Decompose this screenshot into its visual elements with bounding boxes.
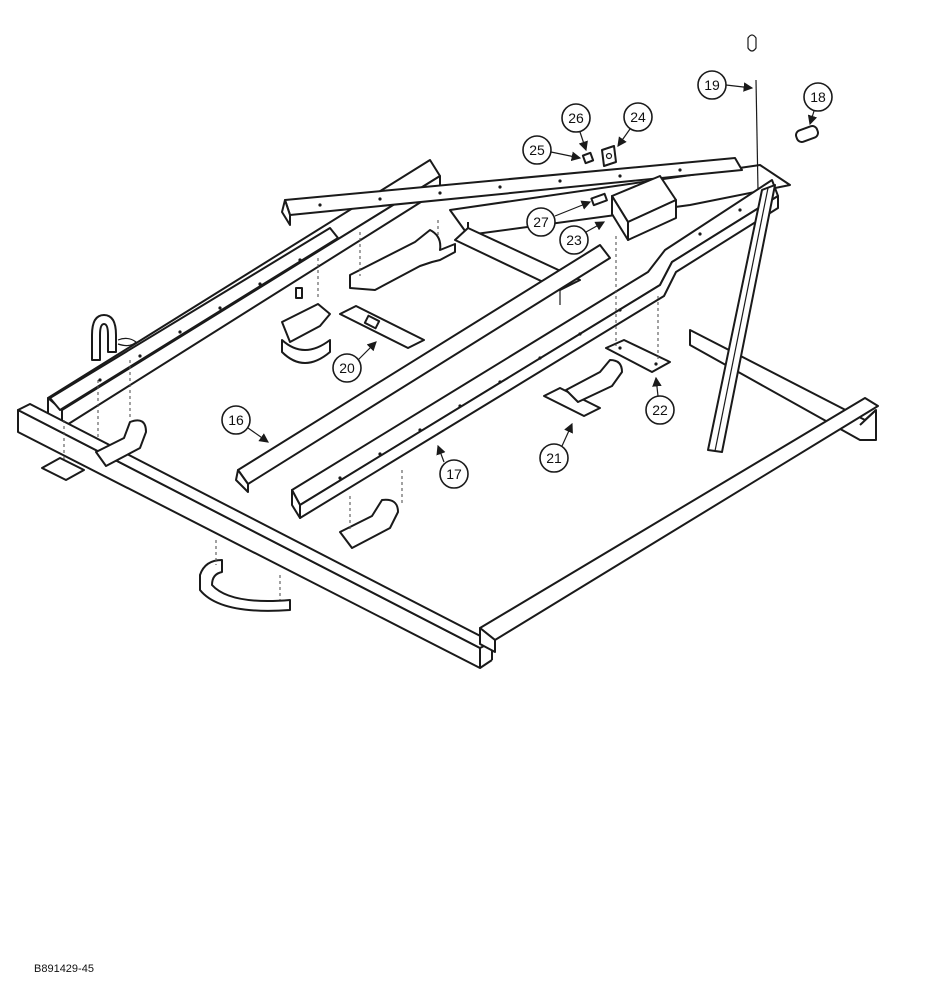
part-18-bushing [795,125,819,143]
svg-text:18: 18 [810,89,826,105]
svg-text:17: 17 [446,466,462,482]
part-17-main-beam [291,179,779,519]
svg-text:20: 20 [339,360,355,376]
callout-27: 27 [526,200,592,237]
svg-text:19: 19 [704,77,720,93]
part-24-clip [601,145,617,167]
top-angle-channel [281,157,743,226]
part-22-plate [605,339,671,373]
part-26-pin [581,151,595,165]
strap-bracket-upper [349,229,456,291]
part-19-diagonal-brace [707,34,776,453]
left-main-rail [49,227,339,411]
reference-code: B891429-45 [34,963,94,975]
part-21-bracket [543,359,623,417]
part-20-plate [339,305,425,349]
strap-bracket-left-clamp [281,287,331,364]
svg-text:21: 21 [546,450,562,466]
svg-text:26: 26 [568,110,584,126]
callout-21: 21 [539,422,573,473]
callout-19: 19 [697,70,754,100]
part-23-hinge-bracket [611,175,677,241]
callout-20: 20 [332,341,377,383]
middle-cross-member [454,227,581,305]
svg-text:23: 23 [566,232,582,248]
svg-text:25: 25 [529,142,545,158]
strap-bracket-center-bottom [339,498,399,549]
svg-text:27: 27 [533,214,549,230]
callout-16: 16 [221,405,269,443]
callout-23: 23 [559,221,606,255]
strap-bracket-left-front [41,419,147,481]
svg-text:24: 24 [630,109,646,125]
alignment-lines [63,220,659,600]
callout-18: 18 [803,82,833,126]
half-ring-bracket [199,559,291,612]
callout-24: 24 [617,102,653,147]
callout-22: 22 [645,376,675,425]
svg-text:16: 16 [228,412,244,428]
lift-hook [91,314,137,361]
callout-17: 17 [436,444,469,489]
svg-text:22: 22 [652,402,668,418]
part-16-inner-rail [235,244,611,493]
callout-25: 25 [522,135,582,165]
right-side-channel [479,397,879,653]
callout-26: 26 [561,103,591,152]
part-27-bolt [590,192,608,207]
